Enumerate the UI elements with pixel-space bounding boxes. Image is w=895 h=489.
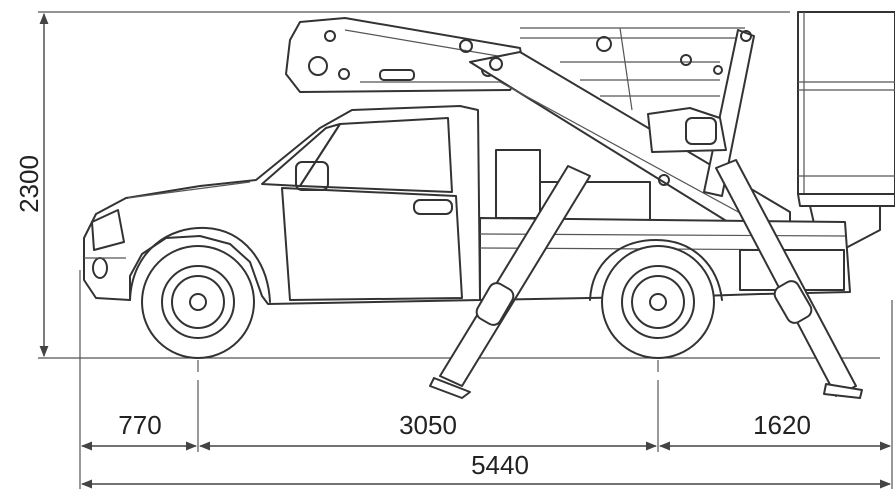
rear-wheel [601, 245, 715, 359]
front-wheel [141, 245, 255, 359]
platform-basket [797, 11, 895, 251]
front-overhang-label: 770 [118, 410, 161, 440]
height-dimension-label: 2300 [14, 155, 44, 213]
total-length-label: 5440 [471, 450, 529, 480]
dimension-lines [38, 11, 893, 489]
upper-boom [285, 17, 745, 111]
rear-outrigger [715, 159, 863, 399]
front-outrigger [429, 165, 591, 399]
main-boom [469, 29, 791, 249]
truck-body [83, 105, 481, 305]
rear-overhang-label: 1620 [753, 410, 811, 440]
wheelbase-label: 3050 [399, 410, 457, 440]
